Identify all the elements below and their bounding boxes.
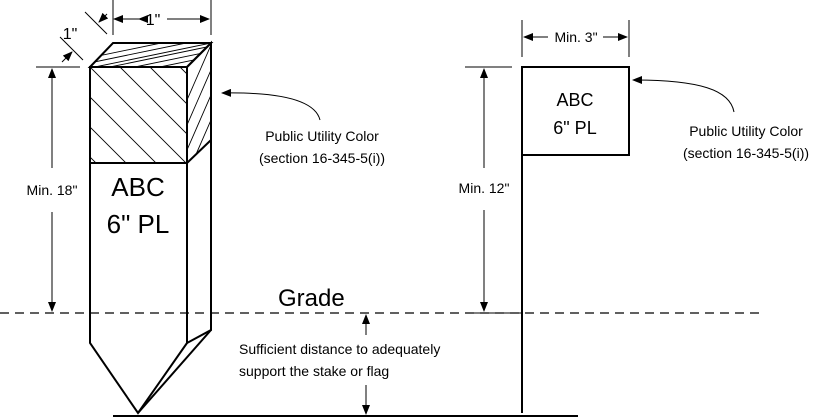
flag-label-line2: 6" PL bbox=[553, 118, 596, 138]
stake-color-callout: Public Utility Color (section 16-345-5(i… bbox=[221, 88, 385, 166]
stake-label-line1: ABC bbox=[111, 172, 164, 202]
stake-height-dimension: Min. 18" bbox=[27, 66, 80, 312]
stake-color-note-line2: (section 16-345-5(i)) bbox=[259, 150, 385, 166]
flag-height-dimension: Min. 12" bbox=[459, 66, 522, 314]
stake-color-hatch bbox=[90, 67, 187, 163]
flag-label-line1: ABC bbox=[556, 90, 593, 110]
stake-depth-label: 1" bbox=[63, 26, 78, 43]
flag-color-note-line1: Public Utility Color bbox=[689, 123, 803, 139]
stake-width-label: 1" bbox=[146, 12, 161, 29]
grade-label: Grade bbox=[278, 285, 345, 312]
flag-width-label: Min. 3" bbox=[554, 29, 597, 45]
depth-note-line2: support the stake or flag bbox=[239, 363, 389, 379]
stake-label-line2: 6" PL bbox=[107, 209, 170, 239]
stake-color-note-line1: Public Utility Color bbox=[265, 128, 379, 144]
flag-color-callout: Public Utility Color (section 16-345-5(i… bbox=[632, 76, 809, 161]
depth-callout: Sufficient distance to adequately suppor… bbox=[239, 314, 440, 415]
depth-note-line1: Sufficient distance to adequately bbox=[239, 341, 440, 357]
stake-depth-dimension: 1" bbox=[59, 11, 109, 63]
flag: ABC 6" PL bbox=[521, 66, 630, 413]
flag-height-label: Min. 12" bbox=[459, 180, 510, 196]
stake-height-label: Min. 18" bbox=[27, 182, 78, 198]
flag-color-note-line2: (section 16-345-5(i)) bbox=[683, 145, 809, 161]
flag-width-dimension: Min. 3" bbox=[521, 20, 630, 57]
stake: ABC 6" PL bbox=[87, 40, 214, 415]
stake-width-dimension: 1" bbox=[112, 0, 212, 35]
